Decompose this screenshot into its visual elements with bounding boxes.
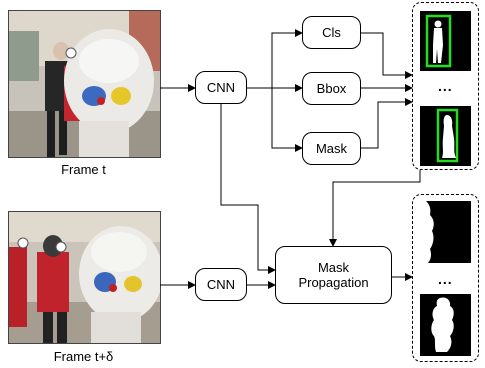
frame-t-scene — [9, 11, 160, 157]
arrow-cls-to-output — [361, 32, 413, 79]
arrow-cnn-to-mask — [271, 88, 303, 152]
mask-propagation-line1: Mask — [317, 260, 350, 275]
frame-t-image — [8, 10, 161, 158]
detection-output-group — [412, 2, 479, 170]
arrow-cnn-to-cls — [247, 29, 303, 89]
cls-head-box: Cls — [302, 16, 361, 49]
detection-output-top — [420, 11, 471, 71]
arrow-output-to-propagation — [329, 170, 421, 247]
frame-t-label: Frame t — [61, 162, 106, 177]
propagation-output-bottom — [420, 294, 471, 356]
detection-output-bottom — [420, 106, 471, 166]
propagated-mask-top — [420, 201, 434, 263]
mask-propagation-box: Mask Propagation — [275, 246, 392, 304]
frame-t-delta-scene — [9, 212, 160, 343]
frame-t-delta-image — [8, 211, 161, 344]
bottom-output-ellipsis: ... — [438, 271, 453, 287]
mask-head-box: Mask — [302, 132, 361, 165]
propagation-output-group — [412, 194, 479, 362]
person-mask-with-bbox — [425, 14, 452, 68]
cnn-top-box: CNN — [195, 71, 247, 104]
bbox-head-box: Bbox — [302, 72, 361, 105]
arrow-mask-to-output — [361, 98, 413, 149]
propagated-mask-bottom — [431, 297, 454, 352]
lion-mask-with-bbox — [436, 108, 459, 163]
frame-t-delta-label: Frame t+δ — [53, 349, 114, 364]
arrow-cnn-to-propagation — [220, 104, 276, 274]
mask-propagation-line2: Propagation — [298, 275, 369, 290]
propagation-output-top — [420, 201, 471, 263]
top-output-ellipsis: ... — [438, 78, 453, 94]
cnn-bottom-box: CNN — [195, 268, 247, 301]
